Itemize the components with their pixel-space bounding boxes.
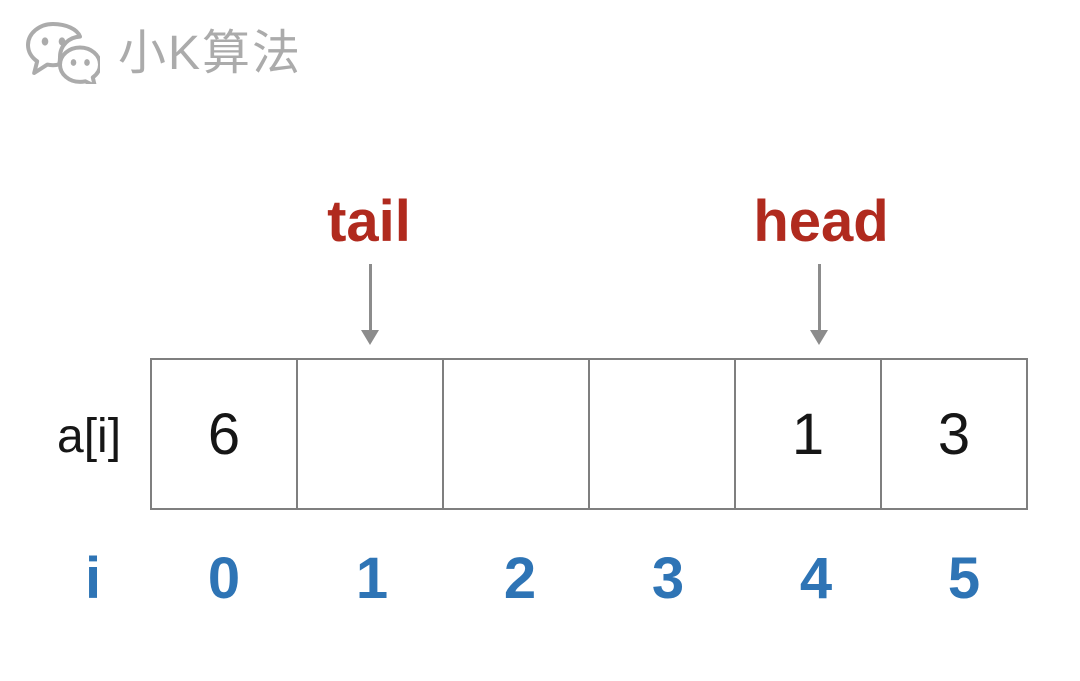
array-cells: 6 1 3	[150, 358, 1028, 510]
array-cell-3	[588, 358, 736, 510]
array-cell-2	[442, 358, 590, 510]
index-value-5: 5	[947, 546, 981, 611]
array-cell-0: 6	[150, 358, 298, 510]
array-cell-5: 3	[880, 358, 1028, 510]
head-arrow-icon	[810, 264, 828, 345]
array-cell-1	[296, 358, 444, 510]
head-arrow-tip	[810, 330, 828, 345]
wechat-icon	[26, 22, 100, 84]
tail-arrow-shaft	[368, 264, 372, 330]
index-value-3: 3	[651, 546, 685, 611]
brand-name: 小K算法	[118, 27, 303, 80]
head-arrow-shaft	[817, 264, 821, 330]
tail-arrow-tip	[361, 330, 379, 345]
brand: 小K算法	[24, 20, 302, 84]
tail-arrow-icon	[361, 264, 379, 345]
tail-pointer-label: tail	[327, 189, 411, 254]
array-label: a[i]	[57, 410, 122, 463]
index-row-label: i	[84, 546, 102, 611]
array-cell-4: 1	[734, 358, 882, 510]
index-value-4: 4	[799, 546, 833, 611]
index-value-2: 2	[503, 546, 537, 611]
head-pointer-label: head	[753, 189, 889, 254]
index-value-0: 0	[207, 546, 241, 611]
index-value-1: 1	[355, 546, 389, 611]
